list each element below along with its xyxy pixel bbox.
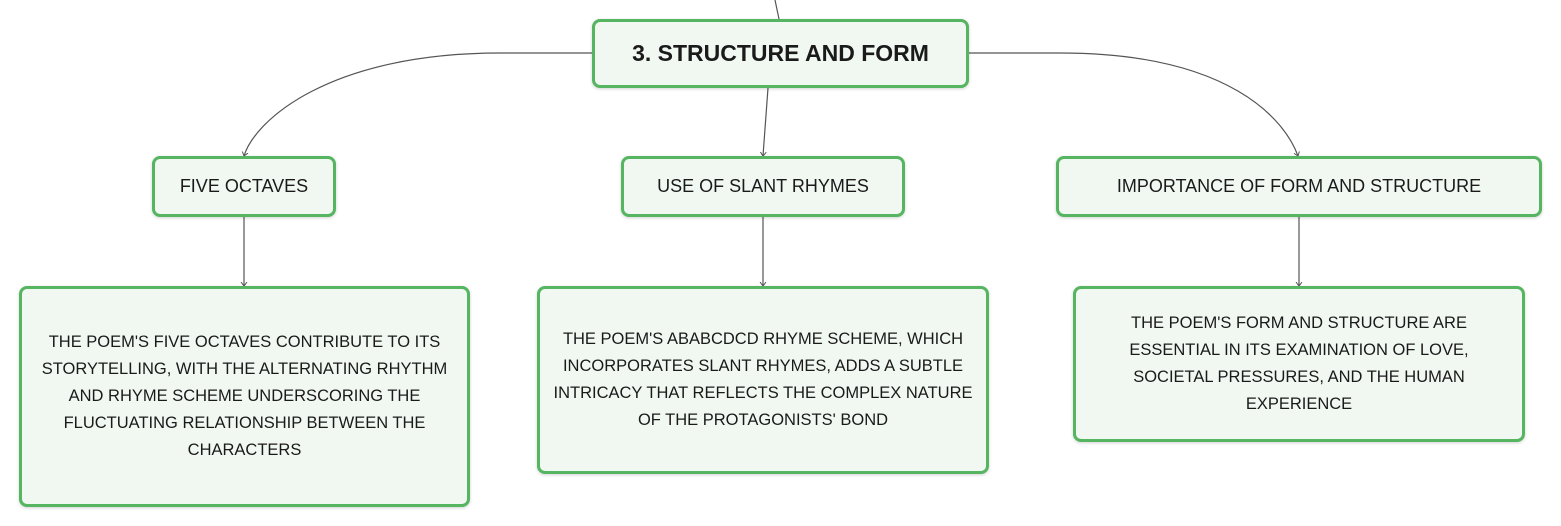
connector-incoming	[774, 0, 780, 20]
branch-node-label: IMPORTANCE OF FORM AND STRUCTURE	[1116, 176, 1482, 196]
connector-root-to-importance	[969, 52, 1298, 156]
branch-node-label: FIVE OCTAVES	[179, 176, 309, 196]
detail-node-text: THE POEM'S FIVE OCTAVES CONTRIBUTE TO IT…	[41, 333, 448, 459]
detail-node-text: THE POEM'S ABABCDCD RHYME SCHEME, WHICH …	[553, 330, 973, 429]
branch-node-five-octaves[interactable]: FIVE OCTAVES	[152, 156, 336, 217]
branch-node-importance[interactable]: IMPORTANCE OF FORM AND STRUCTURE	[1056, 156, 1542, 217]
branch-node-label: USE OF SLANT RHYMES	[657, 176, 869, 196]
connector-root-to-five-octaves	[244, 52, 592, 156]
branch-node-slant-rhymes[interactable]: USE OF SLANT RHYMES	[621, 156, 905, 217]
detail-node-slant-rhymes[interactable]: THE POEM'S ABABCDCD RHYME SCHEME, WHICH …	[537, 286, 989, 474]
detail-node-five-octaves[interactable]: THE POEM'S FIVE OCTAVES CONTRIBUTE TO IT…	[19, 286, 470, 507]
detail-node-importance[interactable]: THE POEM'S FORM AND STRUCTURE ARE ESSENT…	[1073, 286, 1525, 442]
connector-root-to-slant-rhymes	[763, 87, 769, 156]
root-node-label: 3. STRUCTURE AND FORM	[632, 40, 929, 66]
detail-node-text: THE POEM'S FORM AND STRUCTURE ARE ESSENT…	[1129, 314, 1469, 413]
root-node[interactable]: 3. STRUCTURE AND FORM	[592, 19, 969, 88]
